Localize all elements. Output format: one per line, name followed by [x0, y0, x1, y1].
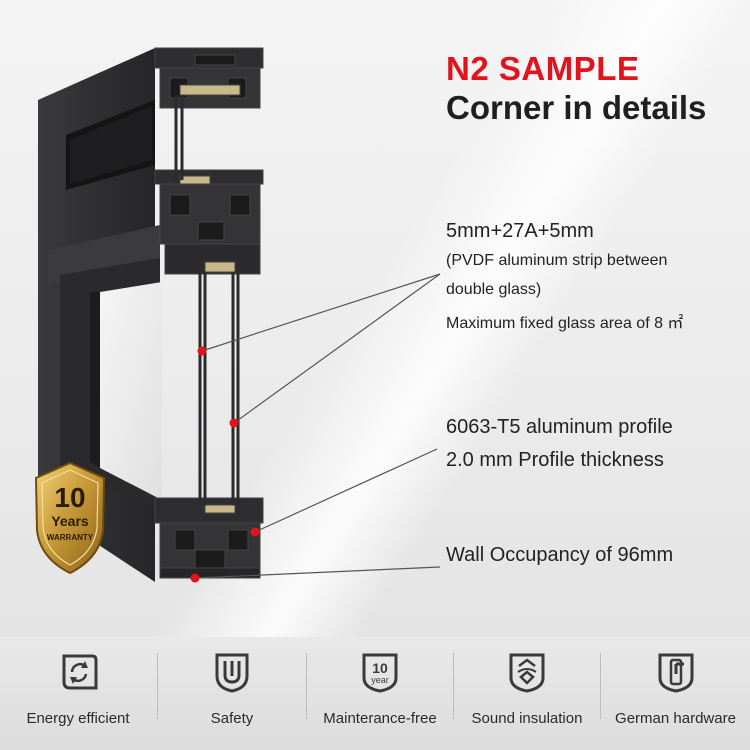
callout-lines — [194, 273, 441, 579]
callout-dot-glass-2 — [229, 418, 239, 428]
safety-shield-icon — [215, 653, 249, 693]
headline-corner-details: Corner in details — [446, 89, 707, 126]
profile-cross-section — [154, 47, 264, 579]
callout-dot-wall — [190, 573, 200, 583]
callout-dot-glass-1 — [197, 346, 207, 356]
feature-german-hardware: German hardware — [601, 637, 750, 750]
german-hardware-handle-icon — [658, 653, 693, 693]
frame-face — [38, 48, 162, 582]
sound-insulation-icon — [509, 653, 545, 693]
feature-label: German hardware — [615, 710, 736, 727]
spec-glass-note-2: double glass) — [446, 281, 542, 298]
feature-maintenance-free: 10 year Mainterance-free — [307, 637, 453, 750]
badge-warranty: WARRANTY — [47, 533, 94, 542]
spec-glass-note-1: (PVDF aluminum strip between — [446, 252, 668, 269]
feature-safety: Safety — [158, 637, 306, 750]
spec-profile-alloy: 6063-T5 aluminum profile — [446, 416, 673, 438]
feature-divider — [157, 653, 158, 719]
svg-text:year: year — [371, 675, 389, 685]
energy-recycle-icon — [62, 654, 98, 690]
window-profile-illustration: 10 Years WARRANTY — [34, 47, 441, 583]
feature-label: Sound insulation — [471, 710, 583, 727]
feature-divider — [306, 653, 307, 719]
feature-divider — [600, 653, 601, 719]
callout-dot-profile — [250, 527, 260, 537]
warranty-badge: 10 Years WARRANTY — [34, 461, 106, 575]
svg-text:10: 10 — [372, 660, 388, 676]
feature-energy-efficient: Energy efficient — [0, 637, 156, 750]
feature-label: Energy efficient — [26, 710, 130, 727]
spec-glass-title: 5mm+27A+5mm — [446, 220, 594, 242]
feature-label: Mainterance-free — [323, 710, 437, 727]
product-showcase: 10 Years WARRANTY N2 SAMPLE Corner in de… — [0, 0, 750, 637]
headline-sample: N2 SAMPLE — [446, 50, 640, 87]
double-glass-section — [174, 95, 240, 505]
feature-divider — [453, 653, 454, 719]
callout-dots — [190, 346, 260, 583]
feature-label: Safety — [210, 710, 254, 727]
spec-wall-occupancy: Wall Occupancy of 96mm — [446, 544, 674, 566]
features-bar: Energy efficient Safety 10 year Maintera… — [0, 637, 750, 750]
spec-glass-note-3: Maximum fixed glass area of 8 ㎡ — [446, 315, 684, 332]
badge-number: 10 — [54, 482, 85, 513]
badge-years: Years — [51, 513, 89, 529]
maintenance-10-year-icon: 10 year — [362, 653, 398, 693]
spec-profile-thickness: 2.0 mm Profile thickness — [446, 449, 664, 471]
feature-sound-insulation: Sound insulation — [454, 637, 600, 750]
